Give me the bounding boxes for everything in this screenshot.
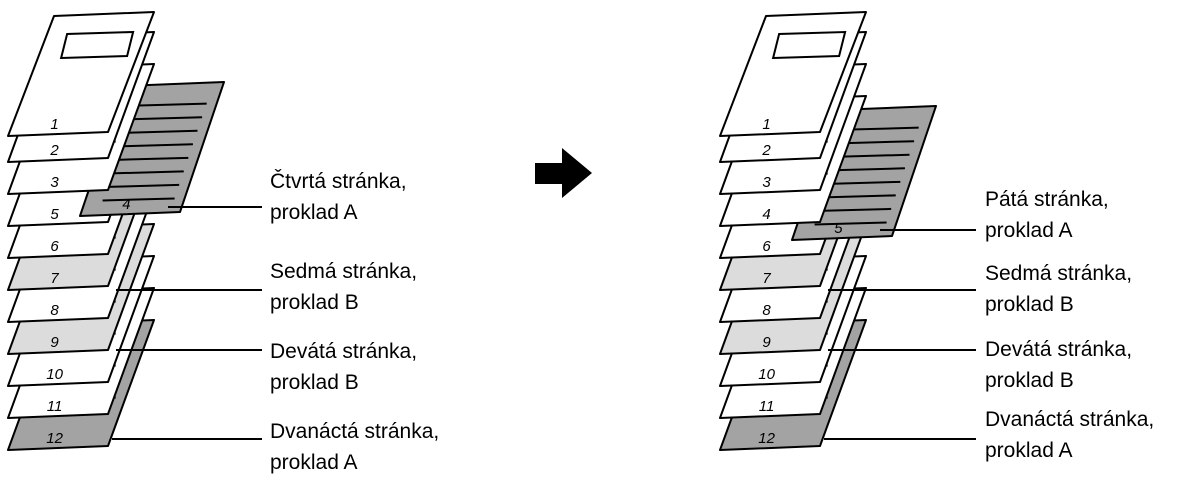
- right-page-5-text-line: [814, 221, 887, 226]
- left-page-6-number: 6: [50, 238, 59, 255]
- right-page-5-text-line: [819, 207, 892, 212]
- left-page-7-number: 7: [50, 270, 59, 287]
- right-label-4: Dvanáctá stránka, proklad A: [985, 404, 1154, 466]
- left-page-8-number: 8: [50, 302, 59, 319]
- left-label-3: Devátá stránka, proklad B: [270, 336, 417, 398]
- left-label-2-line1: Sedmá stránka,: [270, 260, 418, 283]
- left-page-4-text-line: [102, 197, 175, 202]
- left-page-4-number: 4: [122, 196, 130, 213]
- right-page-4-number: 4: [762, 206, 770, 223]
- left-label-1-line2: proklad A: [270, 201, 358, 224]
- left-page-4-text-line: [130, 116, 203, 121]
- left-label-4-line2: proklad A: [270, 451, 358, 474]
- right-page-2-number: 2: [761, 142, 771, 159]
- left-page-4-text-line: [134, 102, 207, 107]
- left-label-4: Dvanáctá stránka, proklad A: [270, 416, 439, 478]
- right-page-1-number: 1: [762, 116, 770, 133]
- right-page-3-number: 3: [762, 174, 771, 191]
- right-page-6-number: 6: [762, 238, 771, 255]
- left-page-4-text-line: [125, 129, 198, 134]
- right-label-2: Sedmá stránka, proklad B: [985, 258, 1132, 320]
- left-label-2: Sedmá stránka, proklad B: [270, 256, 417, 318]
- right-label-1-line1: Pátá stránka,: [985, 188, 1109, 211]
- right-label-1-line2: proklad A: [985, 219, 1073, 242]
- left-page-4-text-line: [120, 143, 193, 148]
- left-label-4-line1: Dvanáctá stránka,: [270, 420, 440, 443]
- right-label-3-line1: Devátá stránka,: [985, 338, 1133, 361]
- right-label-3: Devátá stránka, proklad B: [985, 334, 1132, 396]
- left-page-1-number: 1: [50, 116, 58, 133]
- left-page-9-number: 9: [50, 334, 59, 351]
- right-page-9-number: 9: [762, 334, 771, 351]
- right-page-8-number: 8: [762, 302, 771, 319]
- left-page-1: 1: [7, 11, 155, 137]
- left-label-2-line2: proklad B: [270, 291, 359, 314]
- right-page-5-text-line: [837, 153, 910, 158]
- right-page-7-number: 7: [762, 270, 771, 287]
- left-label-1-line1: Čtvrtá stránka,: [270, 170, 407, 193]
- right-label-3-line2: proklad B: [985, 369, 1074, 392]
- right-page-5-text-line: [828, 180, 901, 185]
- right-page-5-text-line: [842, 140, 915, 145]
- left-page-5-number: 5: [50, 206, 59, 223]
- right-label-4-line2: proklad A: [985, 439, 1073, 462]
- right-page-1: 1: [719, 11, 867, 137]
- label-leader-lines: [112, 206, 976, 440]
- arrow-right-icon: [535, 148, 592, 198]
- right-page-11-number: 11: [759, 398, 775, 415]
- right-page-5-text-line: [846, 126, 919, 131]
- left-label-3-line2: proklad B: [270, 371, 359, 394]
- right-page-5-number: 5: [834, 220, 843, 237]
- left-label-3-line1: Devátá stránka,: [270, 340, 418, 363]
- right-page-10-number: 10: [758, 366, 775, 383]
- left-label-1: Čtvrtá stránka, proklad A: [270, 166, 407, 228]
- right-label-1: Pátá stránka, proklad A: [985, 184, 1109, 246]
- right-page-stack: 12 11 10 9 8 7 6 5 4 3 2 1: [719, 11, 937, 451]
- right-page-12-number: 12: [758, 430, 775, 447]
- left-page-12-number: 12: [46, 430, 63, 447]
- left-page-4-text-line: [116, 156, 189, 161]
- left-page-3-number: 3: [50, 174, 59, 191]
- left-page-4-text-line: [107, 183, 180, 188]
- right-page-5-text-line: [823, 194, 896, 199]
- left-page-11-number: 11: [47, 398, 63, 415]
- left-page-2-number: 2: [49, 142, 59, 159]
- right-label-2-line1: Sedmá stránka,: [985, 262, 1133, 285]
- left-page-4-text-line: [111, 170, 184, 175]
- right-page-5-text-line: [832, 167, 905, 172]
- right-label-2-line2: proklad B: [985, 293, 1074, 316]
- left-page-stack: 12 11 10 9 8 7 6 5 4 3 2 1: [7, 11, 225, 451]
- left-page-10-number: 10: [46, 366, 63, 383]
- right-page-1-title-frame: [771, 30, 847, 60]
- right-label-4-line1: Dvanáctá stránka,: [985, 408, 1155, 431]
- left-page-1-title-frame: [59, 30, 135, 60]
